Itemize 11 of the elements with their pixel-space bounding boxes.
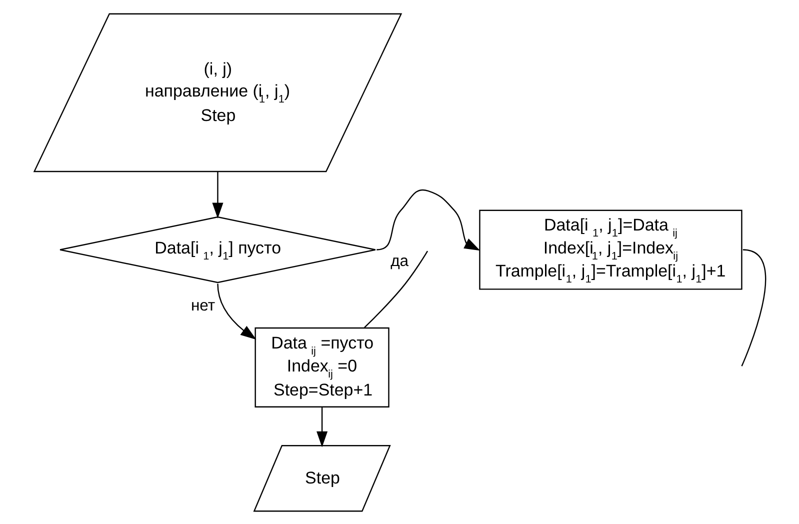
arrow xyxy=(216,283,256,340)
connector xyxy=(364,250,428,328)
node-diamond: Data[i $_{1}$, j$_{1}$] пусто xyxy=(58,216,376,283)
arrow xyxy=(316,406,328,447)
arrow xyxy=(212,171,223,218)
edge-label: нет xyxy=(190,297,215,314)
node-box: Data[i $_{1}$, j$_{1}$]=Data $_{ij}$ Index[i$_{1}$, j$_{1}$]=Index$_{ij}$ Trample[i$_{1}$, j$_{1}$]=Trample[i$_{1}$, j$_{1}$]+1 xyxy=(478,209,742,290)
edge-label: да xyxy=(390,252,408,270)
node-box: Data $_{ij}$ =пусто Index$_{ij}$ =0 Step=Step+1 xyxy=(254,326,389,407)
connector xyxy=(740,248,766,366)
arrow xyxy=(376,188,480,250)
